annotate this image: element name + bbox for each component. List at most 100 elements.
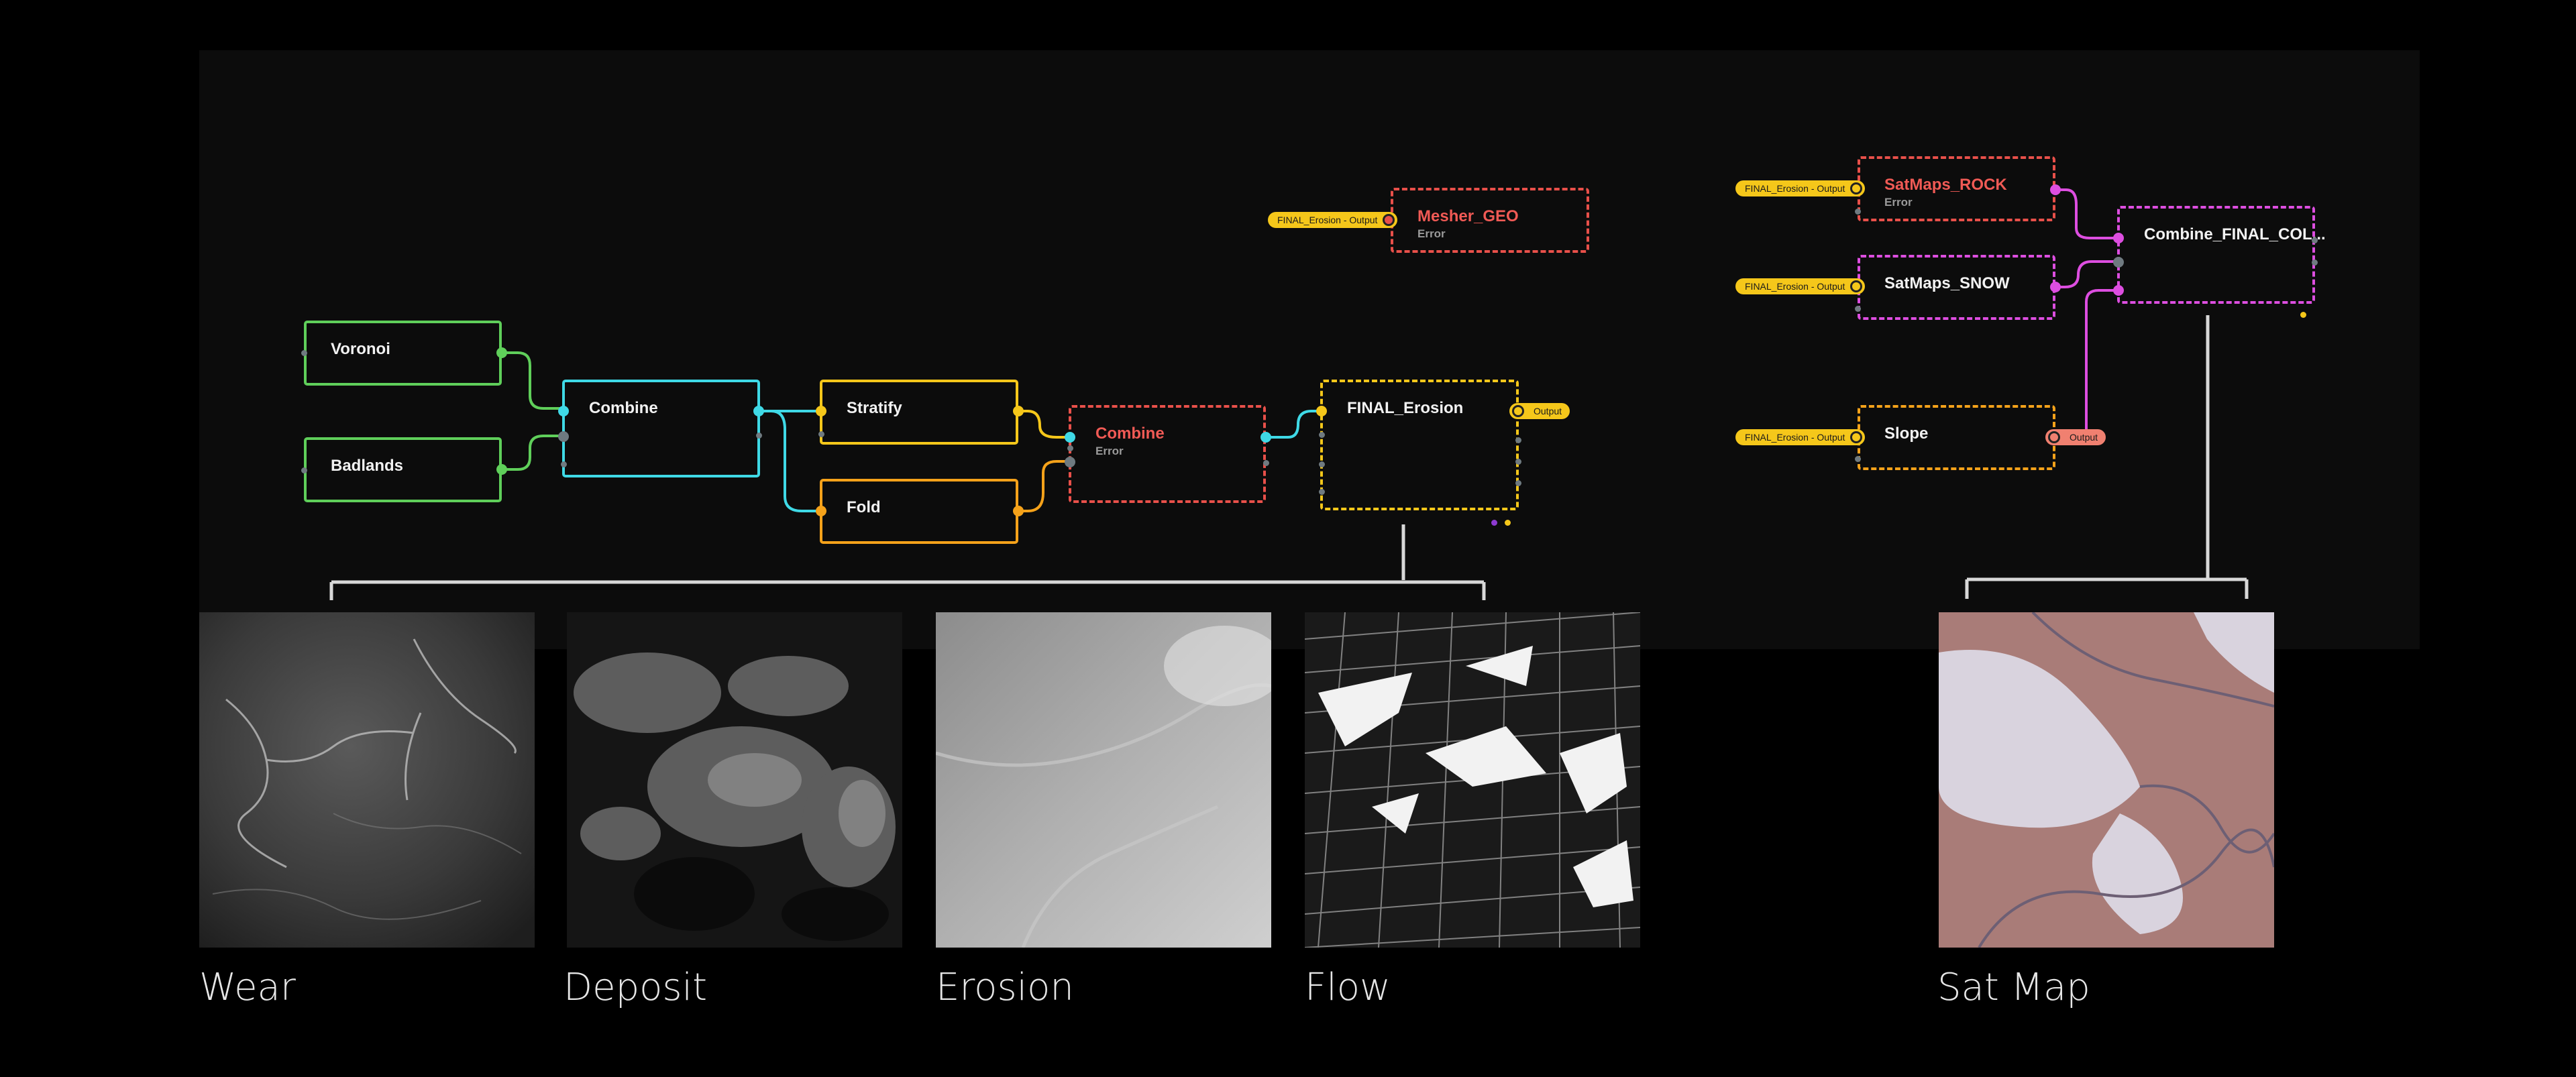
wire-combine-fold — [771, 410, 821, 512]
output-ring-icon — [2048, 431, 2060, 443]
output-port[interactable] — [1013, 406, 1024, 416]
node-combine[interactable]: Combine — [562, 380, 760, 477]
input-pill[interactable]: FINAL_Erosion - Output — [1735, 429, 1866, 445]
node-satmaps-snow[interactable]: SatMaps_SNOW — [1858, 255, 2055, 320]
node-title: Voronoi — [331, 340, 390, 358]
input-ring-icon — [1850, 182, 1863, 194]
node-title: Slope — [1884, 424, 1929, 443]
input-port[interactable] — [1319, 432, 1325, 438]
output-label: Output — [2070, 432, 2098, 443]
wear-map-thumbnail — [199, 612, 535, 948]
graph-canvas[interactable] — [199, 50, 2420, 649]
output-ring-icon — [1512, 405, 1524, 417]
input-port[interactable] — [1065, 432, 1075, 443]
input-port[interactable] — [301, 350, 307, 356]
input-port[interactable] — [2113, 233, 2124, 243]
bracket-satmap-output — [1965, 315, 2249, 599]
deposit-map-icon — [567, 612, 902, 948]
output-port[interactable] — [2312, 237, 2318, 243]
wear-map-icon — [199, 612, 535, 948]
output-port[interactable] — [1515, 437, 1521, 443]
node-title: SatMaps_SNOW — [1884, 274, 2010, 292]
node-title: Combine — [1095, 424, 1165, 443]
output-port[interactable] — [1263, 460, 1269, 466]
input-port[interactable] — [1855, 306, 1861, 312]
node-combine-error[interactable]: Combine Error — [1069, 405, 1266, 503]
input-pill[interactable]: FINAL_Erosion - Output — [1735, 278, 1866, 294]
node-voronoi[interactable]: Voronoi — [304, 321, 502, 386]
input-pill[interactable]: FINAL_Erosion - Output — [1735, 180, 1866, 196]
input-port[interactable] — [1065, 457, 1075, 467]
node-combine-final-col[interactable]: Combine_FINAL_COL... — [2117, 206, 2326, 304]
node-title: Badlands — [331, 457, 404, 475]
output-port[interactable] — [496, 464, 507, 475]
input-port[interactable] — [558, 406, 569, 416]
output-port[interactable] — [496, 347, 507, 358]
input-port[interactable] — [1855, 456, 1861, 462]
node-slope[interactable]: Slope — [1858, 405, 2055, 470]
bracket-erosion-outputs — [329, 524, 1486, 600]
input-ring-icon — [1850, 431, 1863, 443]
output-port[interactable] — [753, 406, 764, 416]
input-port[interactable] — [301, 467, 307, 473]
input-port[interactable] — [1316, 406, 1327, 416]
flow-map-icon — [1305, 612, 1640, 948]
node-satmaps-rock[interactable]: SatMaps_ROCK Error — [1858, 156, 2055, 221]
wire-rock-combine-final — [2055, 188, 2117, 239]
status-dot — [1505, 520, 1511, 526]
node-title: Stratify — [847, 399, 902, 417]
input-port[interactable] — [2113, 257, 2124, 268]
output-pill[interactable]: Output — [2045, 429, 2106, 445]
node-title: FINAL_Erosion — [1347, 399, 1464, 417]
wire-voronoi-combine — [502, 351, 564, 410]
output-port[interactable] — [2050, 184, 2061, 195]
node-title: SatMaps_ROCK — [1884, 176, 2007, 194]
output-pill[interactable]: Output — [1509, 403, 1570, 419]
deposit-map-thumbnail — [567, 612, 902, 948]
input-label: FINAL_Erosion - Output — [1277, 215, 1378, 225]
output-port[interactable] — [756, 433, 762, 439]
input-port[interactable] — [816, 406, 826, 416]
output-port[interactable] — [2050, 282, 2061, 292]
output-port[interactable] — [1515, 480, 1521, 486]
node-title: Combine — [589, 399, 658, 417]
status-dot — [2300, 312, 2306, 318]
output-port[interactable] — [1515, 459, 1521, 465]
node-status: Error — [1417, 227, 1446, 240]
input-port[interactable] — [561, 461, 567, 467]
wire-snow-combine-final — [2055, 260, 2117, 288]
node-mesher-geo[interactable]: Mesher_GEO Error — [1391, 188, 1589, 253]
input-port[interactable] — [818, 431, 824, 437]
wire-slope-combine-final — [2085, 289, 2117, 437]
node-status: Error — [1884, 196, 1913, 209]
output-port[interactable] — [1013, 506, 1024, 516]
erosion-map-thumbnail — [936, 612, 1271, 948]
node-stratify[interactable]: Stratify — [820, 380, 1018, 445]
input-port[interactable] — [2113, 285, 2124, 296]
node-badlands[interactable]: Badlands — [304, 437, 502, 502]
input-port[interactable] — [1855, 209, 1861, 215]
output-port[interactable] — [2312, 260, 2318, 266]
input-port[interactable] — [1319, 489, 1325, 495]
input-label: FINAL_Erosion - Output — [1745, 183, 1845, 194]
node-final-erosion[interactable]: FINAL_Erosion — [1320, 380, 1519, 510]
thumbnail-caption-wear: Wear — [199, 966, 296, 1009]
node-title: Combine_FINAL_COL... — [2144, 225, 2326, 243]
input-port[interactable] — [558, 431, 569, 442]
thumbnail-caption-sat-map: Sat Map — [1937, 966, 2090, 1009]
flow-map-thumbnail — [1305, 612, 1640, 948]
input-ring-icon — [1383, 214, 1395, 226]
output-port[interactable] — [1260, 432, 1271, 443]
input-port[interactable] — [1319, 461, 1325, 467]
input-port[interactable] — [1067, 445, 1073, 451]
node-fold[interactable]: Fold — [820, 479, 1018, 544]
status-dot — [1491, 520, 1497, 526]
output-label: Output — [1534, 406, 1562, 416]
input-port[interactable] — [816, 506, 826, 516]
node-title: Fold — [847, 498, 881, 516]
input-ring-icon — [1850, 280, 1863, 292]
satellite-map-thumbnail — [1939, 612, 2274, 948]
input-pill[interactable]: FINAL_Erosion - Output — [1268, 212, 1398, 228]
wire-fold-combine2 — [1018, 460, 1070, 512]
